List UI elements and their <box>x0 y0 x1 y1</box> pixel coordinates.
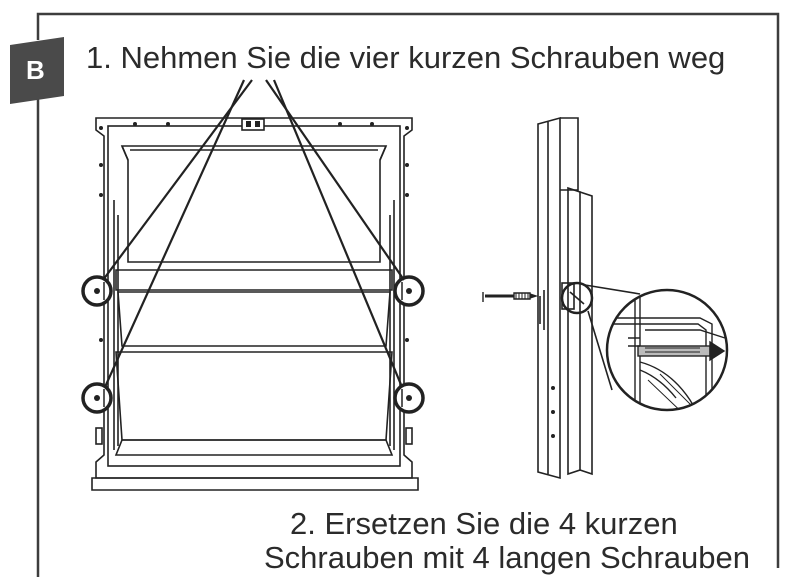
screw-circle-bottom-left <box>81 382 113 414</box>
screw-circle-top-left <box>81 275 113 307</box>
step-2-instruction-line-1: 2. Ersetzen Sie die 4 kurzen <box>290 506 678 541</box>
long-screw <box>482 292 539 302</box>
leader-lines <box>102 79 405 388</box>
screw-circle-bottom-right <box>393 382 425 414</box>
step-2-instruction-line-2: Schrauben mit 4 langen Schrauben <box>264 540 750 575</box>
section-frame <box>36 12 780 577</box>
section-badge-label: B <box>26 55 45 85</box>
section-badge <box>10 37 64 104</box>
magnified-screw-detail <box>605 288 729 412</box>
screw-highlights <box>81 275 425 414</box>
door-panel-front-view <box>91 117 419 491</box>
screw-circle-top-right <box>393 275 425 307</box>
magnifier-connector <box>584 284 641 391</box>
step-1-instruction: 1. Nehmen Sie die vier kurzen Schrauben … <box>86 40 726 75</box>
door-panel-side-view <box>537 116 594 480</box>
